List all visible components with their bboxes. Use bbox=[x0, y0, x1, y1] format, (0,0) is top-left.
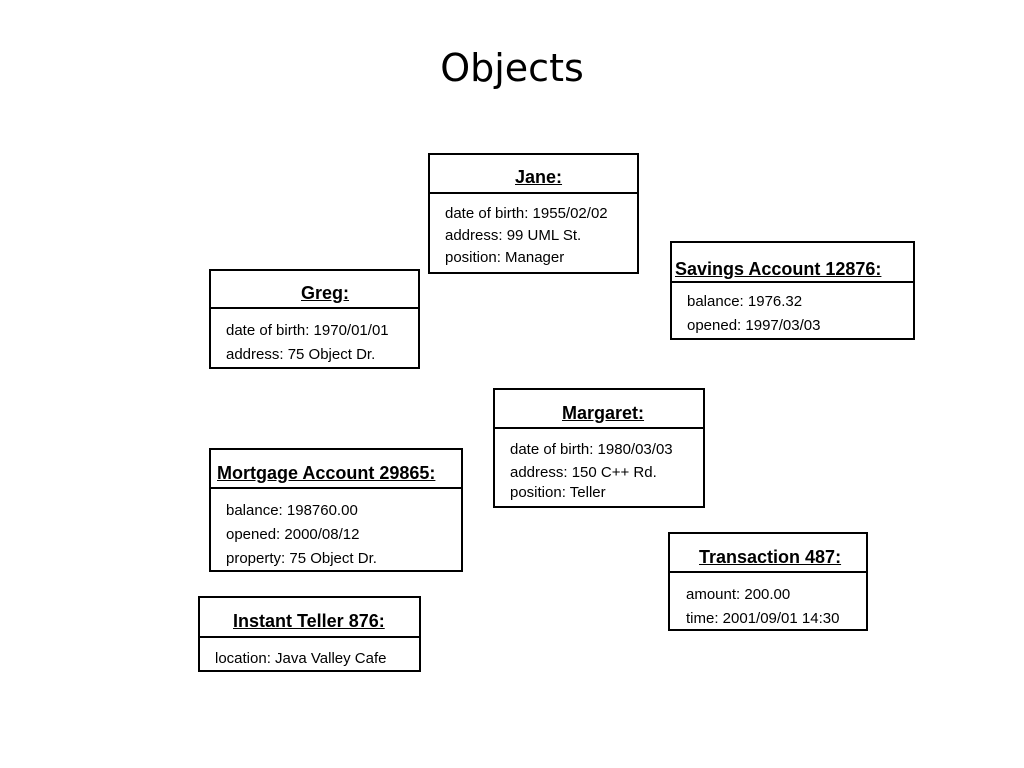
attribute: opened: 2000/08/12 bbox=[226, 526, 360, 543]
attribute: opened: 1997/03/03 bbox=[687, 317, 821, 334]
attribute: date of birth: 1980/03/03 bbox=[510, 441, 673, 458]
object-jane: Jane: date of birth: 1955/02/02 address:… bbox=[428, 153, 639, 274]
object-margaret: Margaret: date of birth: 1980/03/03 addr… bbox=[493, 388, 705, 508]
attribute: time: 2001/09/01 14:30 bbox=[686, 610, 840, 627]
object-divider bbox=[211, 307, 418, 309]
attribute: address: 150 C++ Rd. bbox=[510, 464, 657, 481]
object-divider bbox=[670, 571, 866, 573]
object-name: Instant Teller 876: bbox=[233, 611, 385, 631]
attribute: position: Manager bbox=[445, 249, 565, 266]
object-name: Mortgage Account 29865: bbox=[217, 463, 436, 483]
object-divider bbox=[430, 192, 637, 194]
attribute: address: 99 UML St. bbox=[445, 227, 582, 244]
object-divider bbox=[672, 281, 913, 283]
object-name: Greg: bbox=[301, 283, 350, 303]
object-instant-teller: Instant Teller 876: location: Java Valle… bbox=[198, 596, 421, 672]
slide-title: Objects bbox=[440, 46, 584, 90]
attribute: position: Teller bbox=[510, 484, 606, 501]
attribute: date of birth: 1955/02/02 bbox=[445, 205, 608, 222]
object-name: Jane: bbox=[515, 167, 563, 187]
attribute: amount: 200.00 bbox=[686, 586, 791, 603]
object-greg: Greg: date of birth: 1970/01/01 address:… bbox=[209, 269, 420, 369]
attribute: balance: 198760.00 bbox=[226, 502, 358, 519]
attribute: balance: 1976.32 bbox=[687, 293, 803, 310]
object-divider bbox=[211, 487, 461, 489]
attribute: property: 75 Object Dr. bbox=[226, 550, 377, 567]
object-name: Margaret: bbox=[562, 403, 645, 423]
attribute: location: Java Valley Cafe bbox=[215, 650, 387, 667]
object-name: Transaction 487: bbox=[699, 547, 842, 567]
attribute: address: 75 Object Dr. bbox=[226, 346, 376, 363]
object-savings-account: Savings Account 12876: balance: 1976.32 … bbox=[670, 241, 915, 340]
object-name: Savings Account 12876: bbox=[675, 259, 882, 279]
object-divider bbox=[200, 636, 419, 638]
object-mortgage-account: Mortgage Account 29865: balance: 198760.… bbox=[209, 448, 463, 572]
object-transaction: Transaction 487: amount: 200.00 time: 20… bbox=[668, 532, 868, 631]
object-divider bbox=[495, 427, 703, 429]
attribute: date of birth: 1970/01/01 bbox=[226, 322, 389, 339]
